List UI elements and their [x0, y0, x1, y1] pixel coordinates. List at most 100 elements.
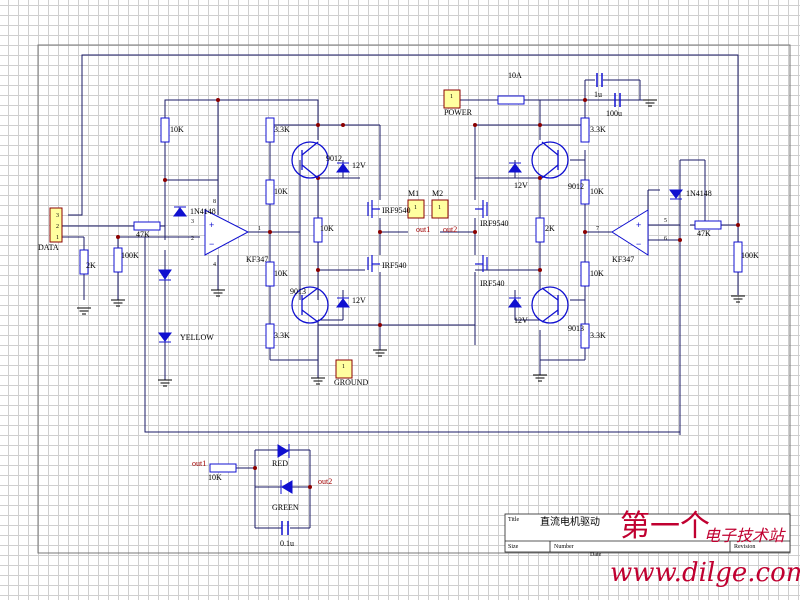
net-out1-bottom: out1 — [192, 459, 207, 468]
r14-label: 3.3K — [590, 331, 606, 340]
m-n-left-label: IRF540 — [382, 261, 407, 270]
r16-label: 100K — [741, 251, 759, 260]
z4-label: 12V — [514, 316, 528, 325]
opamp-pin-5: 5 — [664, 218, 667, 224]
opamp-pin-8: 8 — [213, 199, 216, 205]
net-out2-top: out2 — [443, 225, 458, 234]
opamps — [204, 209, 649, 256]
resistor-r3 — [113, 247, 123, 273]
m1-pin: 1 — [414, 205, 417, 211]
m-p-right-label: IRF9540 — [480, 219, 509, 228]
fuse — [497, 95, 525, 105]
wires — [60, 54, 739, 529]
r4-label: 47K — [136, 230, 150, 239]
connector-power — [443, 89, 461, 109]
connectors — [49, 89, 461, 379]
resistor-r5 — [265, 117, 275, 143]
diode-1n4148-left — [173, 207, 187, 217]
diodes — [158, 162, 683, 494]
ground-pin: 1 — [342, 364, 345, 370]
junctions — [116, 98, 740, 489]
svg-text:−: − — [636, 239, 641, 249]
title-label: Title — [508, 517, 520, 523]
zener-12v-2 — [336, 298, 350, 308]
r13-label: 10K — [590, 269, 604, 278]
q2-label: 9013 — [290, 287, 306, 296]
svg-text:+: + — [636, 220, 641, 230]
zener-12v-4 — [508, 298, 522, 308]
connector-ground — [335, 359, 353, 379]
q1-label: 9012 — [326, 154, 342, 163]
r15-label: 47K — [697, 229, 711, 238]
d2-label: 1N4148 — [686, 189, 712, 198]
zener-12v-3 — [508, 163, 522, 173]
net-out2-bottom: out2 — [318, 477, 333, 486]
r8-label: 10K — [274, 269, 288, 278]
resistor-r11 — [580, 179, 590, 205]
cap-1u-label: 1u — [594, 90, 602, 99]
led-red — [277, 444, 289, 458]
opamp-left-part: KF347 — [246, 255, 269, 264]
opamp-pin-2: 2 — [191, 236, 194, 242]
r9-label: 3.3K — [274, 331, 290, 340]
led-yellow — [158, 332, 172, 342]
resistor-r15 — [694, 220, 722, 230]
r2-label: 2K — [86, 261, 96, 270]
date-label: Date — [590, 552, 602, 558]
z3-label: 12V — [514, 181, 528, 190]
resistors — [79, 117, 743, 473]
led-green — [281, 480, 293, 494]
resistor-r4 — [133, 221, 161, 231]
diode-1n4148-right — [669, 189, 683, 199]
z1-label: 12V — [352, 161, 366, 170]
cap-01u-label: 0.1u — [280, 539, 294, 548]
d1-label: 1N4148 — [190, 207, 216, 216]
connector-data-label: DATA — [38, 243, 59, 252]
resistor-r2 — [79, 249, 89, 275]
r10-label: 3.3K — [590, 125, 606, 134]
resistor-r1 — [160, 117, 170, 143]
opamp-pin-6: 6 — [664, 236, 667, 242]
led-red-label: RED — [272, 459, 288, 468]
opamp-pin-1: 1 — [258, 226, 261, 232]
r5-label: 3.3K — [274, 125, 290, 134]
size-label: Size — [508, 544, 519, 550]
resistor-r6 — [265, 179, 275, 205]
led-yellow-label: YELLOW — [180, 333, 214, 342]
power-pin: 1 — [450, 94, 453, 100]
led-green-label: GREEN — [272, 503, 299, 512]
q3-label: 9012 — [568, 182, 584, 191]
zener-12v-1 — [336, 163, 350, 173]
watermark-cn: 第一个 — [620, 509, 710, 544]
title-value: 直流电机驱动 — [540, 517, 600, 528]
resistor-r16 — [733, 241, 743, 273]
resistor-r7 — [313, 217, 323, 243]
resistor-r12 — [535, 217, 545, 243]
opamp-pin-7: 7 — [596, 226, 599, 232]
svg-text:+: + — [209, 220, 214, 230]
opamp-left — [204, 209, 250, 256]
transistor-9012-right — [531, 141, 569, 179]
opamp-pin-4: 4 — [213, 262, 216, 268]
transistor-9013-right — [531, 286, 569, 324]
resistor-r10 — [580, 117, 590, 143]
connector-ground-label: GROUND — [334, 378, 369, 387]
sheet-border — [37, 44, 791, 554]
watermark-sub: 电子技术站 — [704, 526, 785, 545]
connector-m1-label: M1 — [408, 189, 420, 198]
opamp-right-part: KF347 — [612, 255, 635, 264]
connector-data — [49, 207, 63, 243]
mosfets — [367, 200, 488, 272]
z2-label: 12V — [352, 296, 366, 305]
net-out1-top: out1 — [416, 225, 431, 234]
transistor-9013-left — [291, 286, 329, 324]
cap-100u-label: 100u — [606, 109, 622, 118]
svg-text:−: − — [209, 239, 214, 249]
title-block — [504, 513, 791, 553]
resistor-r8 — [265, 261, 275, 287]
r7-label: 10K — [320, 224, 334, 233]
m-n-right-label: IRF540 — [480, 279, 505, 288]
connector-power-label: POWER — [444, 108, 472, 117]
opamp-right — [611, 209, 649, 256]
resistor-r17 — [209, 463, 237, 473]
